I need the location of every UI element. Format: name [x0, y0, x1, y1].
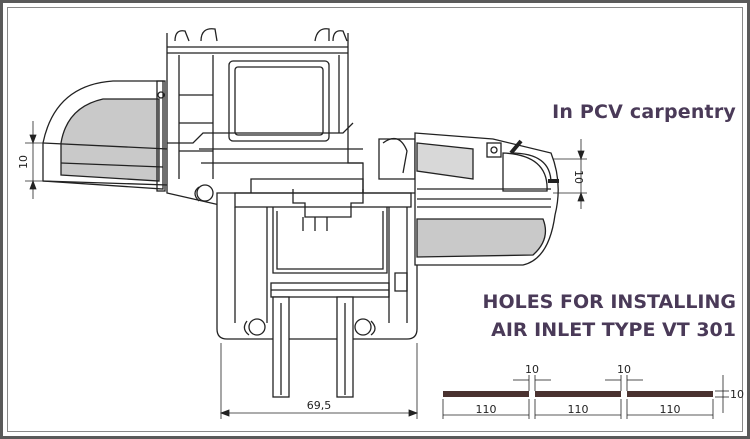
caption-holes-line2: AIR INLET TYPE VT 301 — [491, 319, 736, 341]
technical-drawing: 69,5 10 10 110 110 110 10 10 10 — [17, 28, 744, 419]
dim-right-vent — [553, 139, 587, 209]
dim-profile-width — [219, 343, 419, 419]
label-gap-1: 10 — [525, 363, 539, 376]
label-profile-width: 69,5 — [307, 399, 332, 412]
label-slot-2: 110 — [568, 403, 589, 416]
label-left-vent: 10 — [17, 155, 30, 169]
label-right-vent: 10 — [572, 170, 585, 184]
caption-holes-line1: HOLES FOR INSTALLING — [482, 291, 736, 313]
slot-row — [442, 375, 729, 419]
label-slot-3: 110 — [660, 403, 681, 416]
caption-pvc-carpentry: In PCV carpentry — [552, 101, 736, 123]
inner-border — [7, 7, 743, 432]
slot-3 — [627, 391, 713, 397]
slot-2 — [535, 391, 621, 397]
left-air-hood — [42, 80, 169, 192]
label-slot-height: 10 — [730, 388, 744, 401]
slot-1 — [443, 391, 529, 397]
frame-profile — [216, 137, 418, 340]
label-gap-2: 10 — [617, 363, 631, 376]
label-slot-1: 110 — [476, 403, 497, 416]
right-air-hood — [414, 132, 559, 266]
dim-left-vent — [25, 121, 43, 199]
glazing-stem — [272, 296, 354, 398]
